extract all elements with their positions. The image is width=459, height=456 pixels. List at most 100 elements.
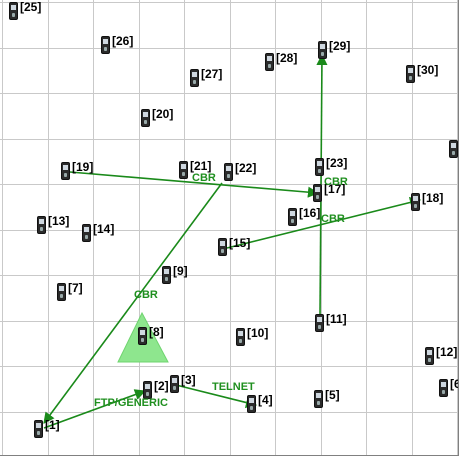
link-3-4[interactable] [175,384,258,408]
node-label: [6 [450,377,458,391]
node-label: [14] [93,222,115,236]
node-18[interactable]: [18] [411,191,443,215]
node-label: [12] [436,345,458,359]
link-label-ftp-generic: FTP/GENERIC [94,397,168,409]
node-label: [9] [173,264,188,278]
mobile-device-icon [218,238,227,256]
node-5[interactable]: [5] [314,388,344,412]
node-26[interactable]: [26] [101,34,134,58]
node-27[interactable]: [27] [190,67,223,91]
grid-line-vertical [366,0,367,455]
node-20[interactable]: [20] [141,107,174,131]
node-label: [2] [154,379,169,393]
node-label: [26] [112,34,134,48]
node-23[interactable]: [23] [315,156,347,180]
node-22[interactable]: [22] [224,161,257,185]
grid-line-vertical [139,0,140,455]
link-15-18[interactable] [226,196,422,249]
mobile-device-icon [247,395,256,413]
node-6[interactable]: [6 [439,377,458,401]
node-12[interactable]: [12] [425,345,458,369]
mobile-device-icon [162,266,171,284]
mobile-device-icon [224,163,233,181]
mobile-device-icon [170,375,179,393]
node-label: [22] [235,161,257,175]
node-9[interactable]: [9] [162,264,192,288]
grid-line-vertical [412,0,413,455]
node-label: [25] [20,0,42,14]
mobile-device-icon [439,379,448,397]
mobile-device-icon [138,327,147,345]
node-28[interactable]: [28] [265,51,297,75]
link-1-2[interactable] [43,389,147,429]
grid-line-vertical [2,0,3,455]
mobile-device-icon [101,36,110,54]
node-3[interactable]: [3] [170,373,200,397]
node-2[interactable]: [2] [143,379,173,403]
node-14[interactable]: [14] [82,222,115,246]
mobile-device-icon [37,216,46,234]
node-label: [10] [247,326,269,340]
node-label: [29] [329,39,351,53]
node-29[interactable]: [29] [318,39,351,63]
node-21[interactable]: [21] [179,159,212,183]
node-17[interactable]: [17] [313,182,345,206]
node-7[interactable]: [7] [57,281,87,305]
node-1[interactable]: [1] [34,418,64,442]
node-label: [21] [190,159,212,173]
link-label-cbr: CBR [321,213,345,225]
mobile-device-icon [425,347,434,365]
node-label: [30] [417,63,439,77]
mobile-device-icon [143,381,152,399]
link-label-cbr: CBR [192,172,216,184]
grid-line-horizontal [0,2,458,3]
node-label: [4] [258,393,273,407]
link-label-cbr: CBR [134,289,158,301]
mobile-device-icon [265,53,274,71]
node-13[interactable]: [13] [37,214,70,238]
grid-line-horizontal [0,275,458,276]
mobile-device-icon [190,69,199,87]
node-4[interactable]: [4] [247,393,277,417]
link-label-cbr: CBR [324,176,348,188]
grid-line-horizontal [0,93,458,94]
node-30[interactable]: [30] [406,63,439,87]
node-label: [3] [181,373,196,387]
node-11[interactable]: [11] [315,312,347,336]
grid-line-vertical [230,0,231,455]
mobile-device-icon [406,65,415,83]
link-19-17[interactable] [69,171,320,198]
node-15[interactable]: [15] [218,236,251,260]
node-label: [8] [149,325,164,339]
node-24[interactable] [449,140,458,162]
node-label: [27] [201,67,223,81]
node-16[interactable]: [16] [288,206,321,230]
node-8[interactable]: [8] [138,325,168,349]
grid-line-horizontal [0,321,458,322]
node-19[interactable]: [19] [61,160,93,184]
node-25[interactable]: [25] [9,0,42,24]
grid-line-horizontal [0,184,458,185]
node-label: [7] [68,281,83,295]
mobile-device-icon [34,420,43,438]
node-label: [20] [152,107,174,121]
grid-line-vertical [48,0,49,455]
node-label: [16] [299,206,321,220]
mobile-device-icon [141,109,150,127]
node-10[interactable]: [10] [236,326,269,350]
node-label: [1] [45,418,60,432]
grid-line-vertical [457,0,458,455]
mobile-device-icon [57,283,66,301]
mobile-device-icon [411,193,420,211]
node-label: [13] [48,214,70,228]
grid-line-horizontal [0,230,458,231]
link-22-1[interactable] [43,182,223,424]
node-label: [15] [229,236,251,250]
grid-line-horizontal [0,139,458,140]
grid-line-horizontal [0,48,458,49]
grid-line-vertical [93,0,94,455]
mobile-device-icon [82,224,91,242]
grid-line-horizontal [0,366,458,367]
